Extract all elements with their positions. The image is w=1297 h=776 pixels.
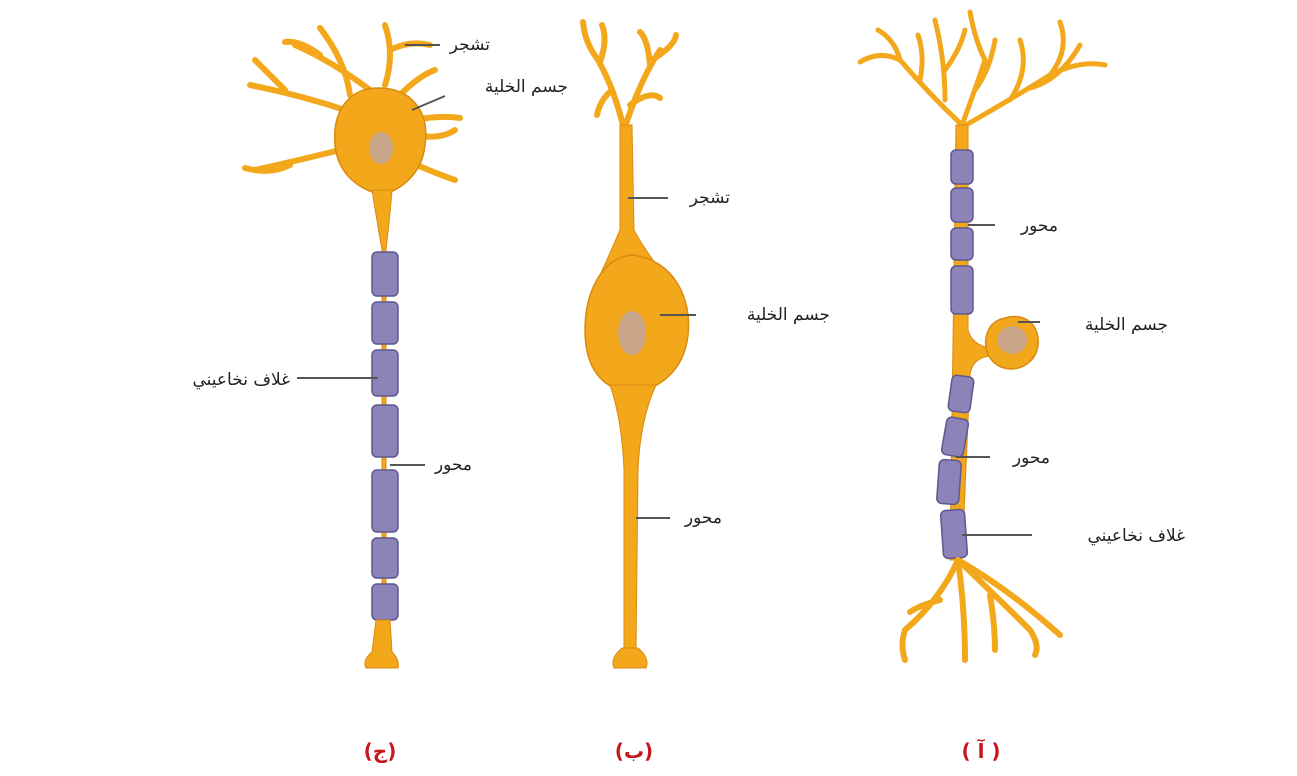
label-c-dendrite: تشجر [449, 35, 491, 55]
neuron-b [583, 22, 689, 668]
neuron-c-axon-terminal [365, 620, 399, 668]
label-a-cell-body: جسم الخلية [1085, 315, 1168, 335]
neuron-a-dendrites [860, 12, 1105, 125]
label-a-axon-top: محور [1020, 216, 1058, 236]
label-b-dendrite: تشجر [689, 188, 731, 208]
neuron-b-dendrites [583, 22, 676, 130]
neuron-a-axon-terminals [903, 560, 1061, 660]
caption-a: ( آ ) [961, 738, 1000, 763]
caption-b: (ب) [615, 739, 653, 763]
neuron-a [860, 12, 1105, 660]
label-a-axon-bottom: محور [1012, 448, 1050, 468]
label-b-axon: محور [684, 508, 722, 528]
labels-b: تشجر جسم الخلية محور [684, 188, 830, 528]
neuron-b-axon-terminal [613, 648, 647, 668]
neuron-c-myelin-sheath [372, 252, 398, 620]
labels-a: محور جسم الخلية محور غلاف نخاعيني [1012, 216, 1185, 546]
neuron-b-nucleus [618, 311, 646, 355]
label-a-myelin-sheath: غلاف نخاعيني [1087, 526, 1185, 546]
label-b-cell-body: جسم الخلية [747, 305, 830, 325]
label-c-myelin-sheath: غلاف نخاعيني [192, 370, 290, 390]
label-c-cell-body: جسم الخلية [485, 77, 568, 97]
caption-c: (ج) [364, 739, 397, 763]
neuron-a-nucleus [997, 326, 1027, 354]
neuron-c [245, 25, 460, 668]
label-c-axon: محور [434, 455, 472, 475]
neuron-c-nucleus [369, 132, 393, 164]
